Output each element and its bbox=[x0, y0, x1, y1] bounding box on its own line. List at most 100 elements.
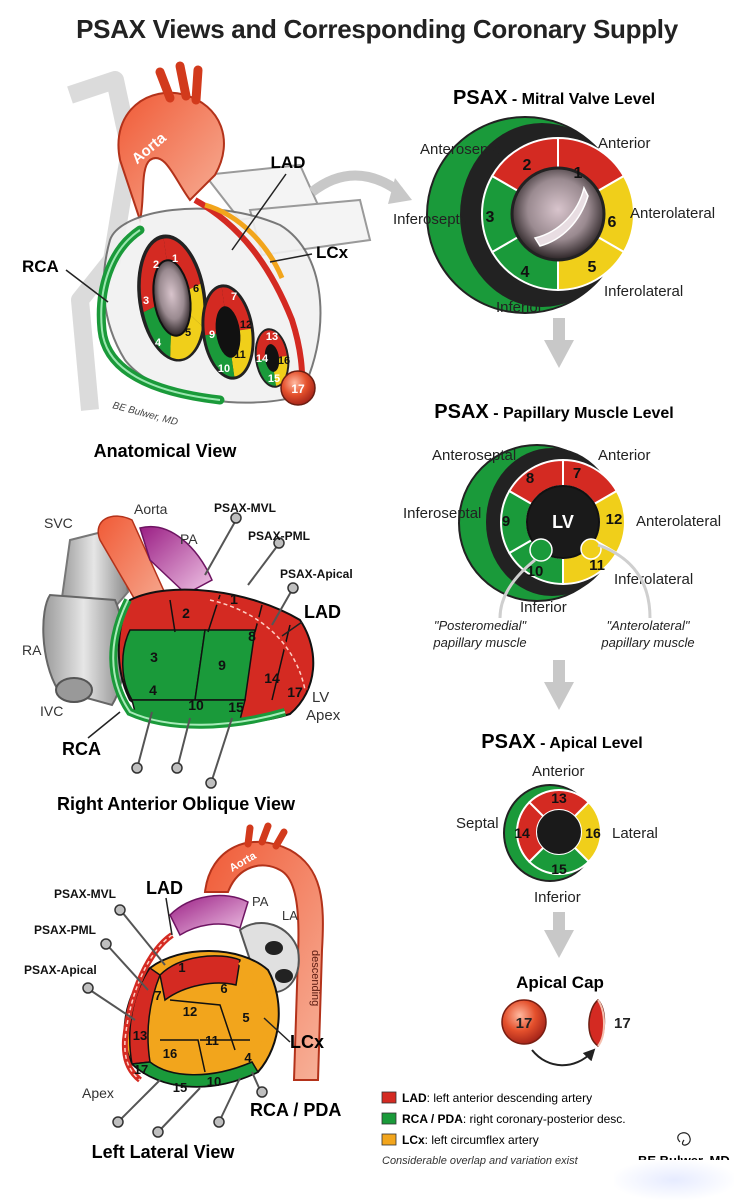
legend-lcx-abbr: LCx bbox=[402, 1133, 425, 1147]
mitral-lumen bbox=[510, 166, 606, 262]
mitral-ring bbox=[481, 136, 635, 292]
apical-cap-heading: Apical Cap bbox=[516, 973, 604, 992]
lat-probes bbox=[89, 911, 261, 1131]
papillary-muscle-labels: "Posteromedial" papillary muscle "Antero… bbox=[432, 618, 694, 650]
anat-ring-pml bbox=[201, 284, 255, 380]
rao-rca-leader bbox=[87, 711, 121, 739]
arrow-mitral-to-papillary bbox=[544, 318, 574, 368]
rao-lv-label: LV bbox=[312, 689, 329, 706]
anat-seg-1: 1 bbox=[172, 253, 178, 265]
ivc-shape bbox=[55, 677, 93, 703]
posteromedial-label-line1: "Posteromedial" bbox=[434, 618, 528, 633]
papillary-lv-label: LV bbox=[552, 512, 574, 532]
legend-swatch-rca bbox=[381, 1112, 397, 1125]
lat-seg-11: 11 bbox=[205, 1033, 219, 1048]
anat-lad-leader bbox=[231, 173, 287, 251]
lat-lcx-vessel bbox=[238, 960, 269, 1051]
arrow-to-mitral bbox=[308, 170, 403, 197]
anat-seg-10: 10 bbox=[218, 363, 230, 375]
apical-seg-14: 14 bbox=[514, 825, 530, 841]
lat-lad-label: LAD bbox=[146, 878, 183, 898]
lat-lad-highlight bbox=[124, 934, 173, 1081]
anterolateral-papillary-muscle bbox=[580, 538, 602, 560]
rao-psax-labels: PSAX-MVL PSAX-PML PSAX-Apical bbox=[214, 501, 353, 581]
legend-lcx-desc: : left circumflex artery bbox=[425, 1133, 539, 1147]
anat-seg-6: 6 bbox=[193, 283, 199, 295]
mitral-segment-numbers: 1 2 3 4 5 6 bbox=[486, 157, 617, 281]
mitral-inferior-label: Inferior bbox=[496, 299, 543, 316]
mitral-anteroseptal-label: Anteroseptal bbox=[420, 141, 504, 158]
mitral-seg-4: 4 bbox=[521, 264, 530, 281]
psax-mitral-panel: PSAX - Mitral Valve Level 1 2 3 4 5 6 An… bbox=[393, 87, 715, 316]
rao-rca-highlight bbox=[112, 599, 286, 726]
lat-psax-labels: PSAX-MVL PSAX-PML PSAX-Apical bbox=[24, 887, 116, 977]
pap-inferolateral-label: Inferolateral bbox=[614, 571, 693, 588]
lat-seg-16: 16 bbox=[163, 1046, 177, 1061]
lat-la-label: LA bbox=[282, 908, 298, 923]
lat-apex-label: Apex bbox=[82, 1085, 114, 1101]
lat-seg-7: 7 bbox=[154, 988, 161, 1003]
anat-seg-3: 3 bbox=[143, 295, 149, 307]
lat-segment-numbers: 1 7 12 6 5 11 16 13 17 15 10 4 bbox=[133, 960, 253, 1095]
rao-probe-tips bbox=[131, 512, 299, 789]
lat-pa bbox=[169, 894, 249, 937]
apical-cap-rotate-arrow bbox=[531, 1048, 596, 1067]
rao-seg-8: 8 bbox=[248, 628, 256, 644]
anat-lcx-label: LCx bbox=[316, 243, 349, 262]
anat-seg-2: 2 bbox=[153, 259, 159, 271]
rao-pa bbox=[139, 525, 213, 595]
arrow-papillary-to-apical bbox=[544, 660, 574, 710]
aorta bbox=[117, 91, 225, 224]
mitral-inferolateral-label: Inferolateral bbox=[604, 283, 683, 300]
anat-seg-4: 4 bbox=[155, 337, 162, 349]
lat-psax-mvl-label: PSAX-MVL bbox=[54, 887, 116, 901]
anterolateral-pm-label-line1: "Anterolateral" bbox=[607, 618, 691, 633]
mitral-seg-3: 3 bbox=[486, 209, 495, 226]
mitral-seg-2: 2 bbox=[523, 157, 532, 174]
psax-apical-heading: PSAX - Apical Level bbox=[481, 731, 642, 753]
rao-seg-14: 14 bbox=[264, 670, 280, 686]
lat-seg-15: 15 bbox=[173, 1080, 187, 1095]
rao-pa-label: PA bbox=[180, 531, 198, 547]
lat-pulmonary-vein-2 bbox=[275, 969, 293, 983]
rao-seg-10: 10 bbox=[188, 697, 204, 713]
pap-seg-10: 10 bbox=[527, 563, 544, 580]
apical-inferior-label: Inferior bbox=[534, 889, 581, 906]
lat-pa-label: PA bbox=[252, 894, 269, 909]
lat-lad-leader bbox=[165, 897, 173, 936]
anatomical-view-caption: Anatomical View bbox=[94, 441, 238, 461]
anat-seg-15: 15 bbox=[268, 373, 280, 385]
lat-segment-lines bbox=[160, 999, 250, 1073]
rao-lad-highlight bbox=[209, 599, 306, 691]
rao-psax-mvl-label: PSAX-MVL bbox=[214, 501, 276, 515]
pap-seg-8: 8 bbox=[526, 470, 534, 487]
lateral-view: 1 7 12 6 5 11 16 13 17 15 10 4 PSAX-MVL … bbox=[24, 822, 341, 1162]
legend-rca-abbr: RCA / PDA bbox=[402, 1112, 463, 1126]
rao-seg-15: 15 bbox=[228, 699, 244, 715]
anat-seg-12: 12 bbox=[240, 319, 252, 331]
lat-seg-13: 13 bbox=[133, 1028, 147, 1043]
apical-segment-numbers: 13 14 15 16 bbox=[514, 790, 601, 877]
lat-lcx-label: LCx bbox=[290, 1032, 324, 1052]
lat-psax-pml-label: PSAX-PML bbox=[34, 923, 96, 937]
apical-lumen bbox=[537, 810, 581, 854]
apical-seg-15: 15 bbox=[551, 861, 567, 877]
anat-credit: BE Bulwer, MD bbox=[111, 400, 179, 428]
rao-lad-label: LAD bbox=[304, 602, 341, 622]
mitral-seg-5: 5 bbox=[588, 259, 597, 276]
apical-seg-16: 16 bbox=[585, 825, 601, 841]
apical-wall-labels: Anterior Septal Lateral Inferior bbox=[456, 763, 658, 906]
lat-descending-label: descending bbox=[309, 950, 321, 1006]
legend-item-lcx: LCx: left circumflex artery bbox=[402, 1133, 539, 1147]
pap-seg-7: 7 bbox=[573, 465, 581, 482]
legend-swatch-lcx bbox=[381, 1133, 397, 1146]
page-title: PSAX Views and Corresponding Coronary Su… bbox=[76, 14, 678, 44]
svc-outline bbox=[67, 71, 139, 411]
lat-seg-4: 4 bbox=[244, 1050, 252, 1065]
rao-apex-label: Apex bbox=[306, 707, 341, 724]
psax-apical-heading-rest: - Apical Level bbox=[536, 735, 643, 752]
rao-ra-label: RA bbox=[22, 642, 42, 658]
mitral-valve-leaflet bbox=[533, 185, 589, 247]
corner-glow bbox=[614, 1160, 734, 1200]
lad-vessel bbox=[193, 197, 305, 396]
